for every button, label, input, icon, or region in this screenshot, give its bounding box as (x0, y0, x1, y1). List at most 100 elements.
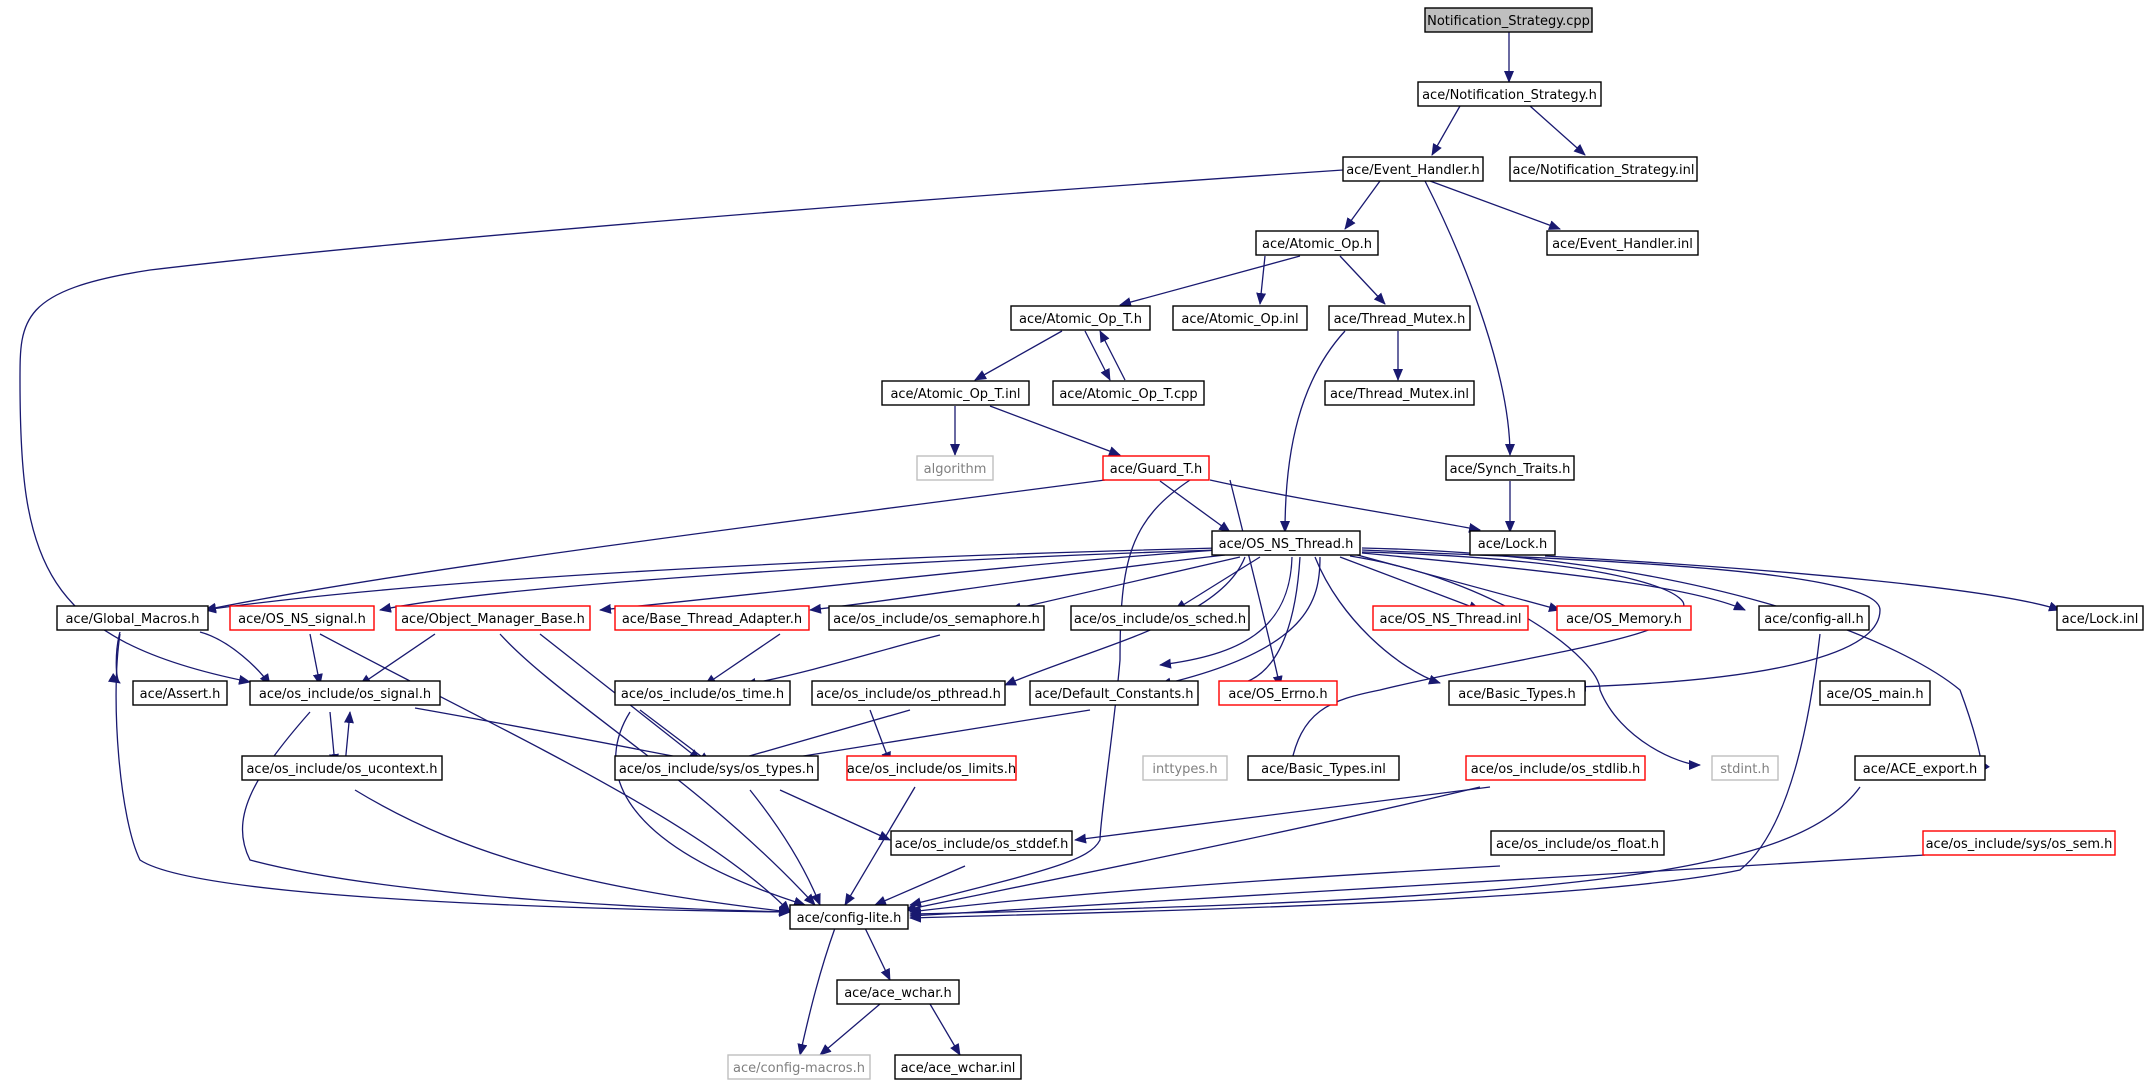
node-os-sem-h[interactable]: ace/os_include/sys/os_sem.h (1922, 830, 2116, 856)
node-box (894, 1054, 1022, 1080)
node-thread-mutex-inl[interactable]: ace/Thread_Mutex.inl (1324, 380, 1475, 406)
node-os-errno-h[interactable]: ace/OS_Errno.h (1218, 680, 1338, 706)
node-event-handler-h[interactable]: ace/Event_Handler.h (1342, 156, 1484, 182)
node-atomic-op-t-cpp[interactable]: ace/Atomic_Op_T.cpp (1052, 380, 1205, 406)
edge (1159, 556, 1293, 669)
edge (929, 1003, 961, 1056)
node-label: ace/OS_Errno.h (1228, 687, 1327, 702)
edge (1084, 330, 1111, 381)
node-box (1328, 305, 1471, 331)
edge (974, 330, 1063, 381)
node-label: ace/config-macros.h (733, 1061, 865, 1076)
node-synch-traits-h[interactable]: ace/Synch_Traits.h (1445, 455, 1575, 481)
node-os-main-h[interactable]: ace/OS_main.h (1819, 680, 1931, 706)
node-os-limits-h[interactable]: ace/os_include/os_limits.h (846, 755, 1017, 781)
node-label: ace/os_include/os_limits.h (847, 762, 1016, 777)
node-notification-strategy-cpp[interactable]: Notification_Strategy.cpp (1424, 7, 1593, 33)
edge (199, 631, 271, 686)
node-base-thread-adapter-h[interactable]: ace/Base_Thread_Adapter.h (614, 605, 810, 631)
node-thread-mutex-h[interactable]: ace/Thread_Mutex.h (1328, 305, 1471, 331)
node-config-macros-h[interactable]: ace/config-macros.h (727, 1054, 871, 1080)
edge (1119, 255, 1301, 307)
node-box (1445, 455, 1575, 481)
node-box (1172, 305, 1308, 331)
node-event-handler-inl[interactable]: ace/Event_Handler.inl (1546, 230, 1699, 256)
edge (1529, 105, 1586, 156)
node-notification-strategy-h[interactable]: ace/Notification_Strategy.h (1417, 81, 1602, 107)
node-label: ace/OS_main.h (1826, 687, 1923, 702)
node-atomic-op-t-inl[interactable]: ace/Atomic_Op_T.inl (881, 380, 1030, 406)
edge (1344, 180, 1381, 230)
node-label: ace/Atomic_Op_T.h (1019, 312, 1142, 327)
node-label: ace/Event_Handler.inl (1552, 237, 1693, 252)
node-os-ucontext-h[interactable]: ace/os_include/os_ucontext.h (241, 755, 443, 781)
node-algorithm[interactable]: algorithm (916, 455, 994, 481)
node-os-signal-h[interactable]: ace/os_include/os_signal.h (249, 680, 441, 706)
node-os-semaphore-h[interactable]: ace/os_include/os_semaphore.h (828, 605, 1045, 631)
node-os-time-h[interactable]: ace/os_include/os_time.h (614, 680, 791, 706)
node-object-manager-base-h[interactable]: ace/Object_Manager_Base.h (395, 605, 591, 631)
node-os-stddef-h[interactable]: ace/os_include/os_stddef.h (890, 830, 1073, 856)
node-box (811, 680, 1006, 706)
node-box (1070, 605, 1250, 631)
node-assert-h[interactable]: ace/Assert.h (132, 680, 228, 706)
node-stdint-h[interactable]: stdint.h (1711, 755, 1779, 781)
node-os-float-h[interactable]: ace/os_include/os_float.h (1490, 830, 1665, 856)
node-label: ace/os_include/os_sched.h (1074, 612, 1246, 627)
edge (1074, 786, 1491, 844)
edge (1159, 556, 1321, 688)
edge (744, 634, 941, 688)
node-notification-strategy-inl[interactable]: ace/Notification_Strategy.inl (1509, 156, 1698, 182)
node-box (1052, 380, 1205, 406)
node-os-sched-h[interactable]: ace/os_include/os_sched.h (1070, 605, 1250, 631)
node-box (1546, 230, 1699, 256)
node-label: ace/Notification_Strategy.inl (1512, 163, 1694, 178)
node-label: ace/os_include/sys/os_types.h (619, 762, 814, 777)
node-label: ace/Thread_Mutex.h (1334, 312, 1466, 327)
node-guard-t-h[interactable]: ace/Guard_T.h (1102, 455, 1210, 481)
node-label: ace/Global_Macros.h (66, 612, 200, 627)
node-os-ns-signal-h[interactable]: ace/OS_NS_signal.h (229, 605, 375, 631)
node-box (241, 755, 443, 781)
node-os-stdlib-h[interactable]: ace/os_include/os_stdlib.h (1465, 755, 1646, 781)
edge (1159, 480, 1231, 533)
node-os-pthread-h[interactable]: ace/os_include/os_pthread.h (811, 680, 1006, 706)
node-box (1819, 680, 1931, 706)
node-os-memory-h[interactable]: ace/OS_Memory.h (1556, 605, 1692, 631)
node-box (1758, 605, 1870, 631)
node-global-macros-h[interactable]: ace/Global_Macros.h (56, 605, 209, 631)
node-label: ace/Atomic_Op.inl (1181, 312, 1298, 327)
edge (1429, 180, 1561, 230)
node-inttypes-h[interactable]: inttypes.h (1142, 755, 1228, 781)
node-lock-h[interactable]: ace/Lock.h (1469, 530, 1556, 556)
node-atomic-op-h[interactable]: ace/Atomic_Op.h (1255, 230, 1379, 256)
node-label: ace/Basic_Types.inl (1261, 762, 1386, 777)
node-label: ace/Synch_Traits.h (1450, 462, 1571, 477)
node-lock-inl[interactable]: ace/Lock.inl (2056, 605, 2144, 631)
node-box (836, 979, 960, 1005)
edge (599, 549, 1219, 614)
node-atomic-op-inl[interactable]: ace/Atomic_Op.inl (1172, 305, 1308, 331)
node-config-lite-h[interactable]: ace/config-lite.h (789, 904, 909, 930)
node-label: ace/os_include/os_float.h (1496, 837, 1659, 852)
node-ace-export-h[interactable]: ace/ACE_export.h (1854, 755, 1986, 781)
node-basic-types-h[interactable]: ace/Basic_Types.h (1448, 680, 1586, 706)
node-os-ns-thread-h[interactable]: ace/OS_NS_Thread.h (1211, 530, 1361, 556)
node-os-ns-thread-inl[interactable]: ace/OS_NS_Thread.inl (1372, 605, 1529, 631)
node-box (249, 680, 441, 706)
node-box (1465, 755, 1646, 781)
node-atomic-op-t-h[interactable]: ace/Atomic_Op_T.h (1010, 305, 1151, 331)
node-box (1324, 380, 1475, 406)
node-os-types-h[interactable]: ace/os_include/sys/os_types.h (614, 755, 819, 781)
node-label: ace/Event_Handler.h (1346, 163, 1480, 178)
node-config-all-h[interactable]: ace/config-all.h (1758, 605, 1870, 631)
edge (909, 479, 1191, 908)
node-box (789, 904, 909, 930)
node-box (1247, 755, 1400, 781)
node-basic-types-inl[interactable]: ace/Basic_Types.inl (1247, 755, 1400, 781)
node-ace-wchar-h[interactable]: ace/ace_wchar.h (836, 979, 960, 1005)
node-box (2056, 605, 2144, 631)
node-default-constants-h[interactable]: ace/Default_Constants.h (1029, 680, 1199, 706)
node-ace-wchar-inl[interactable]: ace/ace_wchar.inl (894, 1054, 1022, 1080)
node-label: ace/os_include/os_stddef.h (895, 837, 1069, 852)
